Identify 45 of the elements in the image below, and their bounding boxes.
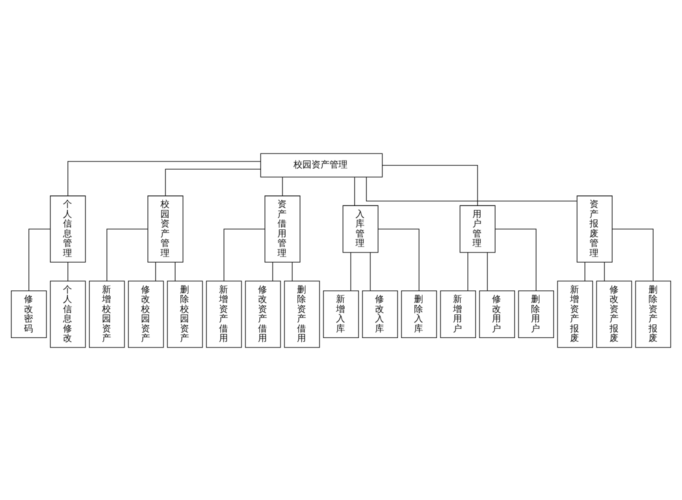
connector — [604, 261, 605, 281]
connector — [174, 261, 176, 281]
node-box: 入库管理 — [342, 204, 378, 252]
node-box: 新增入库 — [323, 290, 359, 338]
node-box: 删除用户 — [518, 290, 554, 338]
node-box: 修改校园资产 — [128, 280, 164, 348]
node-box: 新增资产借用 — [206, 280, 242, 348]
connector — [354, 176, 355, 206]
node-box: 校园资产管理 — [148, 195, 184, 262]
node-box: 校园资产管理 — [260, 152, 383, 177]
node-box: 删除资产借用 — [284, 280, 320, 348]
node-box: 修改资产报废 — [596, 280, 632, 348]
node-box: 新增用户 — [440, 290, 476, 338]
node-box: 资产借用管理 — [264, 195, 300, 262]
connector — [382, 164, 478, 206]
connector — [68, 160, 261, 196]
connector — [224, 228, 266, 281]
connector — [155, 261, 156, 281]
connector — [292, 261, 293, 281]
connector — [584, 261, 586, 281]
node-box: 个人信息修改 — [50, 280, 86, 348]
node-box: 修改资产借用 — [245, 280, 281, 348]
connector — [282, 176, 283, 196]
node-box: 删除入库 — [401, 290, 437, 338]
node-box: 修改用户 — [479, 290, 515, 338]
node-box: 修改入库 — [362, 290, 398, 338]
node-box: 新增校园资产 — [89, 280, 125, 348]
connector — [612, 228, 654, 281]
connector — [350, 252, 352, 291]
node-box: 资产报废管理 — [576, 195, 612, 262]
connector — [378, 228, 420, 291]
connector — [165, 168, 261, 196]
connector — [366, 176, 578, 201]
connector — [106, 228, 148, 281]
node-box: 个人信息管理 — [50, 195, 86, 262]
node-box: 删除资产报废 — [635, 280, 672, 348]
node-box: 修改密码 — [10, 290, 47, 338]
connector — [494, 228, 536, 291]
node-box: 删除校园资产 — [167, 280, 203, 348]
node-box: 用户管理 — [460, 204, 496, 252]
connector — [28, 228, 50, 291]
connector — [370, 252, 371, 291]
connector — [487, 252, 488, 291]
connector — [272, 261, 274, 281]
node-box: 新增资产报废 — [557, 280, 593, 348]
